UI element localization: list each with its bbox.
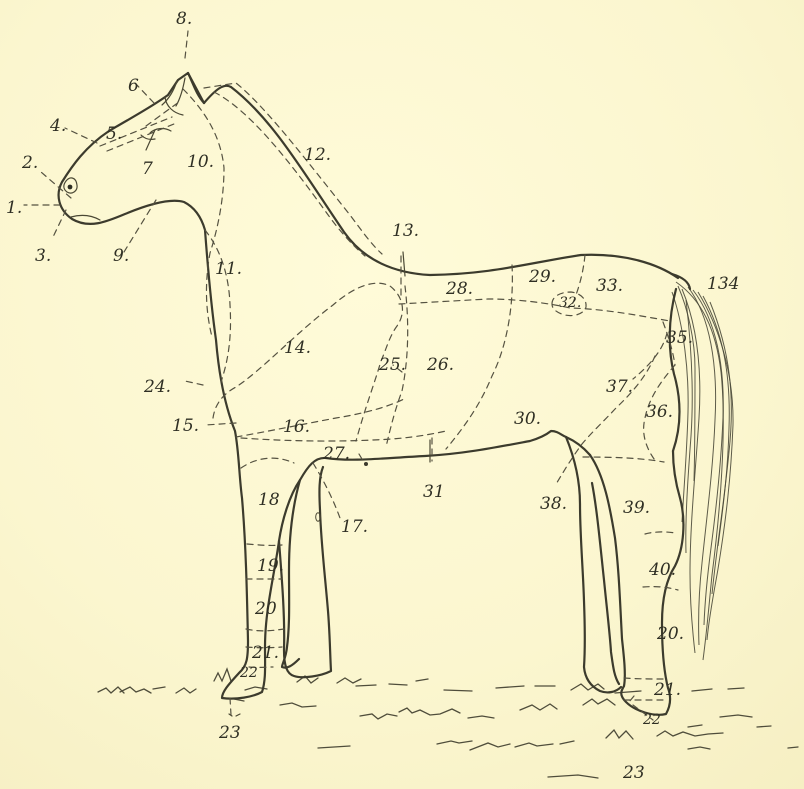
ground-grass xyxy=(98,669,798,778)
label-39: 39. xyxy=(623,498,650,518)
label-30: 30. xyxy=(514,409,541,429)
label-11: 11. xyxy=(215,259,242,279)
label-20a: 20 xyxy=(254,599,277,619)
label-23b: 23 xyxy=(622,763,645,783)
label-16: 16. xyxy=(283,417,310,437)
label-4: 4. xyxy=(49,116,66,136)
label-18: 18 xyxy=(258,490,280,510)
label-24: 24. xyxy=(143,377,171,397)
label-27: 27. xyxy=(322,444,350,464)
label-1: 1. xyxy=(6,198,22,218)
label-36: 36. xyxy=(646,402,673,422)
label-2: 2. xyxy=(21,153,38,173)
label-5: 5. xyxy=(106,124,122,144)
label-21a: 21. xyxy=(251,643,279,663)
label-23a: 23 xyxy=(218,723,241,743)
label-31: 31 xyxy=(423,482,445,502)
label-3: 3. xyxy=(35,246,51,266)
label-17: 17. xyxy=(341,517,368,537)
head-details xyxy=(64,78,185,220)
label-26: 26. xyxy=(426,355,454,375)
label-22b: 22 xyxy=(642,712,661,728)
label-13: 13. xyxy=(392,221,419,241)
label-25: 25. xyxy=(378,355,406,375)
label-20b: 20. xyxy=(656,624,684,644)
label-35: 35. xyxy=(666,328,693,348)
label-19: 19. xyxy=(257,556,284,576)
label-9: 9. xyxy=(113,246,129,266)
label-7: 7 xyxy=(142,159,153,179)
region-labels: 1. 2. 3. 4. 5. 6 7 8. 9. 10. 11. 12. 13.… xyxy=(6,9,739,783)
label-28: 28. xyxy=(445,279,473,299)
label-40: 40. xyxy=(648,560,676,580)
label-37: 37. xyxy=(606,377,633,397)
label-38: 38. xyxy=(540,494,567,514)
label-22a: 22 xyxy=(239,665,258,681)
label-29: 29. xyxy=(528,267,556,287)
label-15: 15. xyxy=(172,416,199,436)
label-8: 8. xyxy=(176,9,192,29)
label-21b: 21. xyxy=(653,680,681,700)
label-34: 134 xyxy=(707,274,739,294)
label-32: 32. xyxy=(559,295,581,311)
label-33: 33. xyxy=(596,276,623,296)
label-14: 14. xyxy=(284,338,311,358)
label-10: 10. xyxy=(187,152,214,172)
label-6: 6 xyxy=(128,76,139,96)
label-12: 12. xyxy=(304,145,331,165)
